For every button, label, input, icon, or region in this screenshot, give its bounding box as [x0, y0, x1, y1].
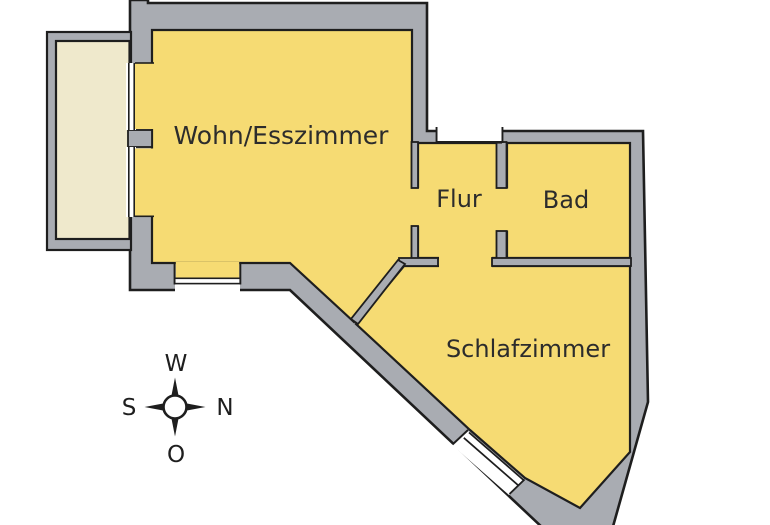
window-balcony-lower	[126, 147, 154, 218]
wall-flur-bad-upper	[495, 141, 508, 189]
interior-walls	[127, 129, 632, 326]
wall-wohn-schlaf-diagonal	[349, 258, 407, 326]
wall-flur-left-upper	[410, 141, 419, 189]
compass-letter-west: W	[165, 351, 188, 377]
window-jamb	[135, 215, 154, 218]
door-opening-flur-schlaf	[439, 254, 492, 268]
window-jamb	[451, 429, 469, 446]
wall-left-window-pier	[127, 129, 153, 148]
window-glass-line	[133, 63, 135, 130]
window-wohn-bottom	[173, 262, 242, 293]
door-gap	[437, 126, 502, 141]
label-wohn-esszimmer: Wohn/Esszimmer	[174, 121, 390, 150]
window-glass-line	[468, 431, 525, 482]
label-flur: Flur	[436, 185, 482, 213]
window-glass-line	[128, 63, 130, 130]
window-gap	[126, 63, 136, 130]
compass-letter-east: O	[167, 442, 185, 468]
window-jamb	[508, 478, 526, 495]
compass-letter-south: S	[122, 395, 137, 421]
compass-circle	[162, 394, 188, 420]
label-schlafzimmer: Schlafzimmer	[446, 335, 610, 363]
window-gap	[175, 277, 240, 293]
window-jamb	[239, 262, 242, 285]
door-opening-flur-bad	[495, 188, 509, 231]
compass-rose: W S N O	[122, 351, 234, 468]
window-glass-line	[175, 277, 240, 280]
window-jamb	[135, 62, 154, 64]
wall-bad-bottom	[491, 257, 632, 267]
room-schlafzimmer	[354, 264, 632, 510]
window-glass-line	[175, 282, 240, 285]
compass-letter-north: N	[216, 395, 233, 421]
window-balcony-upper	[126, 62, 154, 130]
window-schlafzimmer-diagonal	[451, 429, 526, 495]
door-opening-wohn-flur	[409, 188, 420, 226]
window-glass-line	[128, 147, 130, 217]
window-glass-line	[463, 437, 520, 487]
window-glass-line	[133, 147, 135, 217]
window-jamb	[173, 262, 176, 285]
door-threshold	[437, 141, 502, 144]
window-reveal	[175, 262, 240, 278]
entrance-door-opening	[435, 126, 504, 144]
window-gap	[452, 430, 524, 495]
balcony	[45, 30, 133, 252]
window-reveal	[135, 148, 154, 216]
window-reveal	[135, 63, 154, 129]
door-jamb	[435, 127, 438, 143]
window-gap	[126, 147, 136, 217]
balcony-floor	[54, 39, 131, 241]
door-jamb	[501, 127, 504, 143]
label-bad: Bad	[543, 186, 589, 214]
